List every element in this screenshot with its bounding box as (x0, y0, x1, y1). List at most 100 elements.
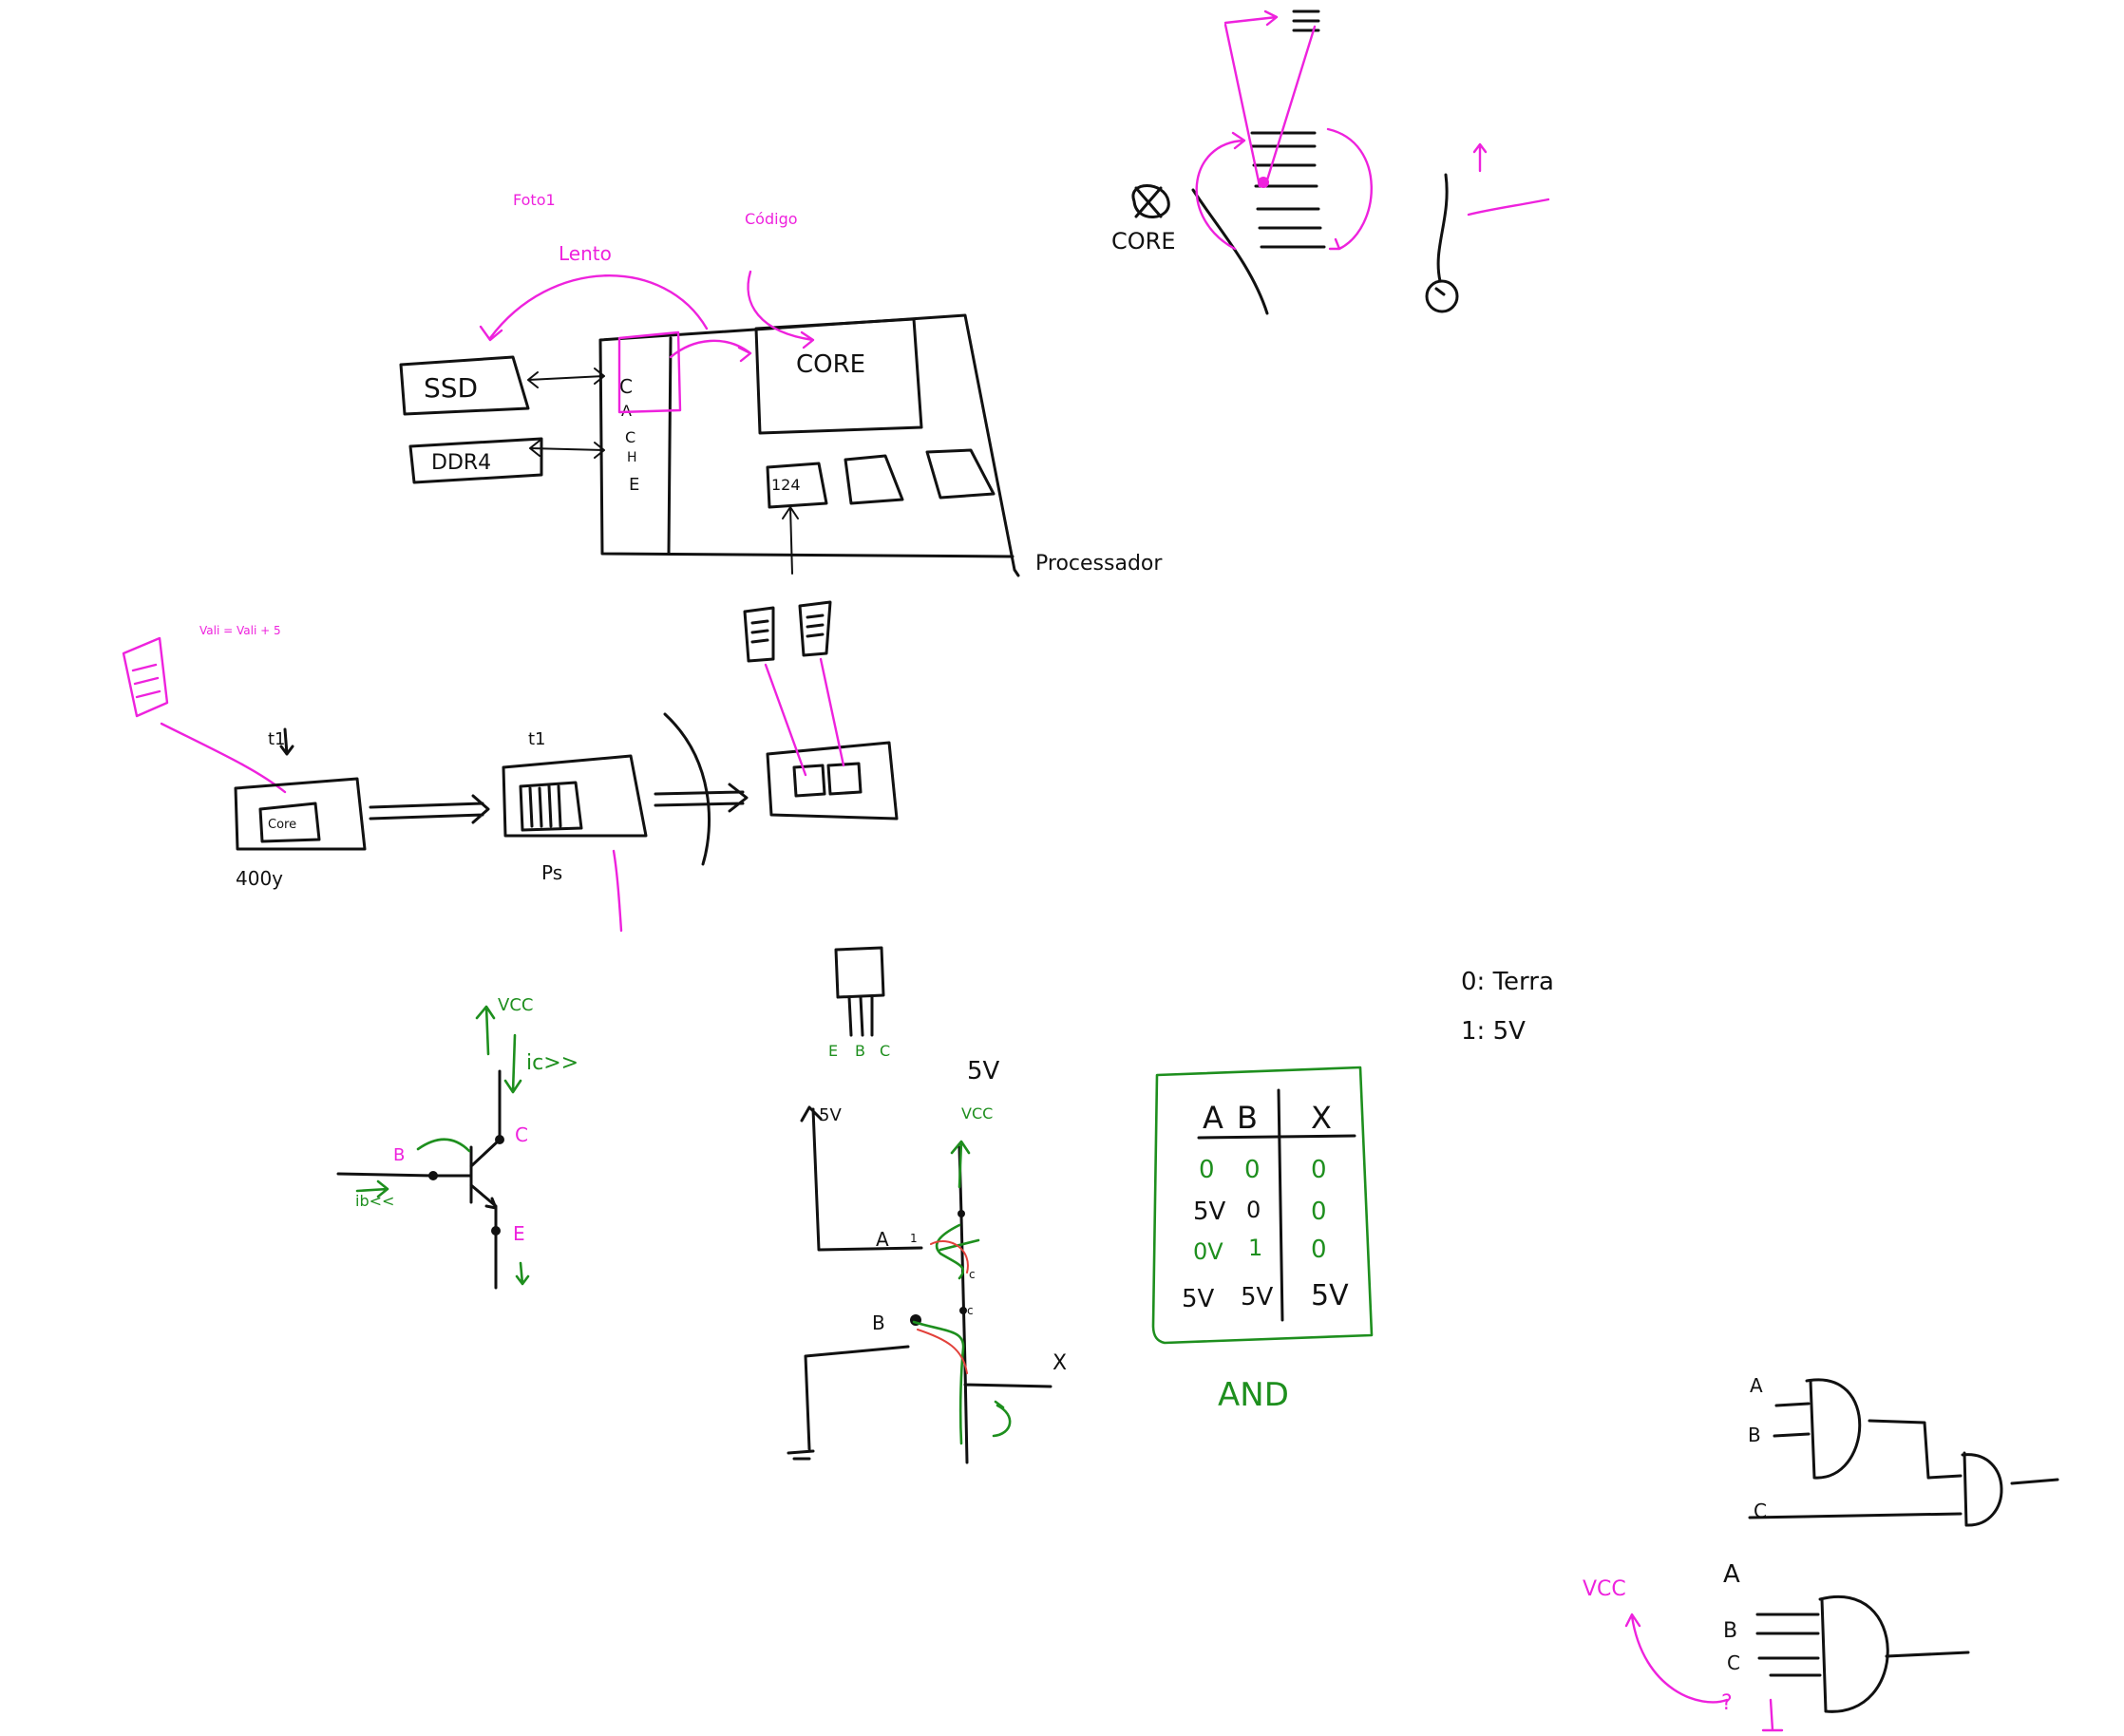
input-b-label: B (872, 1311, 885, 1334)
ib-label: ib<< (355, 1192, 394, 1210)
cache-letter-c1: C (619, 375, 633, 398)
time-break-mark (665, 714, 710, 864)
interrupt-arrow (1474, 144, 1486, 171)
frame2-to-frame3-arrow (655, 784, 747, 811)
gate2-body (1963, 1453, 2001, 1525)
e-label: E (513, 1222, 525, 1245)
cache-letter-h: H (627, 450, 637, 465)
ps-note-squiggle (614, 851, 621, 931)
unknown-input-mark: ? (1721, 1691, 1733, 1715)
cache-letter-c2: C (625, 428, 635, 446)
row4-b: 5V (1241, 1283, 1274, 1311)
gate2-output (2012, 1480, 2058, 1483)
pin-e-label: E (828, 1042, 838, 1060)
stack-divider-line (1193, 190, 1267, 313)
processor-label: Processador (1035, 552, 1163, 576)
vcc-supply-arrow (952, 1142, 969, 1187)
truth-table: A B X 0 0 0 5V 0 0 0V 1 0 5V 5V 5V AND (1153, 1067, 1372, 1414)
gate3-input-a: A (1723, 1560, 1740, 1589)
gate1-body (1807, 1380, 1860, 1478)
collector1-label: c (969, 1268, 976, 1281)
gate1-input-a: A (1750, 1374, 1763, 1397)
gate3-output (1887, 1652, 1968, 1656)
three-input-and-gate: A B C VCC ? (1583, 1560, 1968, 1730)
output-sense-arc (994, 1402, 1010, 1436)
base-node (428, 1171, 438, 1180)
fetch-beam (1225, 11, 1315, 186)
ssd-label: SSD (424, 372, 478, 404)
frame2-box (503, 756, 646, 836)
output-x-label: X (1053, 1351, 1067, 1375)
vcc-pull-label: VCC (1583, 1577, 1626, 1601)
t2-label: t1 (528, 729, 546, 749)
lento-arrow (481, 275, 707, 340)
codigo-annotation: Código (745, 210, 798, 228)
cascaded-and-gates: A B C (1748, 1374, 2058, 1525)
year-label: 400y (236, 867, 283, 890)
cache-letter-e: E (629, 475, 639, 495)
vcc-node (958, 1210, 965, 1217)
row3-x: 0 (1311, 1236, 1327, 1264)
row1-a: 0 (1199, 1156, 1215, 1184)
core-stack-sketch: CORE (1111, 11, 1548, 313)
stack-lines (1252, 133, 1324, 247)
supply-5v-label: 5V (967, 1057, 1000, 1085)
top-code-note: Vali = Vali + 5 (199, 624, 281, 637)
cpu-slot-label: 124 (771, 476, 801, 494)
frame1-to-frame2-arrow (370, 796, 488, 822)
mini-doc-2 (800, 602, 830, 655)
cache-processor-diagram: CORE 124 SSD DDR4 C A C H E Processador … (401, 191, 1163, 576)
input-5v-label: 5V (819, 1105, 842, 1125)
header-b: B (1237, 1100, 1258, 1136)
base-current-arc (418, 1140, 469, 1151)
ic-label: ic>> (526, 1051, 578, 1075)
note-pointer (161, 724, 285, 792)
interrupt-note-squiggle (1469, 199, 1548, 215)
doc-feed-lines (766, 659, 844, 775)
cpu-slot-3 (927, 450, 994, 498)
ic-arrow (505, 1035, 521, 1092)
loop-arrow-right (1328, 129, 1372, 249)
emitter-current-arrow (517, 1263, 528, 1284)
cache-core-arrow (671, 341, 750, 361)
row2-b: 0 (1246, 1197, 1261, 1223)
frame3-box (768, 743, 897, 819)
b-label: B (393, 1145, 405, 1165)
cache-divider (669, 338, 671, 553)
and-transistor-circuit: E B C 5V 5V VCC A 1 B X c c (788, 948, 1067, 1462)
row3-b: 1 (1248, 1235, 1262, 1261)
input-arrow (783, 507, 798, 574)
emitter-node (491, 1226, 501, 1236)
transistor-package (836, 948, 883, 1035)
foto1-annotation: Foto1 (513, 191, 556, 209)
truth-table-caption: AND (1218, 1376, 1289, 1414)
circuit-wires (788, 1107, 1051, 1462)
gate1-input-b: B (1748, 1424, 1761, 1446)
header-a: A (1203, 1100, 1223, 1136)
frame1-core-label: Core (268, 818, 296, 832)
ground-tick (1763, 1700, 1782, 1730)
row4-a: 5V (1182, 1285, 1215, 1313)
row4-x: 5V (1311, 1279, 1349, 1312)
core-label: CORE (796, 350, 865, 379)
vcc-arrow (477, 1007, 494, 1054)
clock-stem (1436, 175, 1447, 294)
cpu-slot-2 (845, 456, 902, 503)
core-sketch-label: CORE (1111, 228, 1176, 255)
c-label: C (515, 1123, 528, 1146)
ssd-cache-arrow (528, 368, 604, 387)
transistor-sketch: VCC ic>> ib<< B C E (338, 995, 578, 1288)
lento-annotation: Lento (559, 242, 612, 265)
gate1-wires (1750, 1404, 1961, 1518)
row2-a: 5V (1193, 1198, 1226, 1226)
ps-label: Ps (541, 861, 562, 884)
gate3-input-c: C (1727, 1651, 1740, 1674)
mini-doc-1 (745, 608, 773, 661)
current-instruction-marker (1258, 177, 1269, 188)
row2-x: 0 (1311, 1198, 1327, 1226)
t1-label: t1 (268, 729, 286, 749)
frame1-box (236, 779, 365, 849)
vcc-supply-label: VCC (961, 1104, 993, 1123)
ddr4-label: DDR4 (431, 451, 491, 475)
